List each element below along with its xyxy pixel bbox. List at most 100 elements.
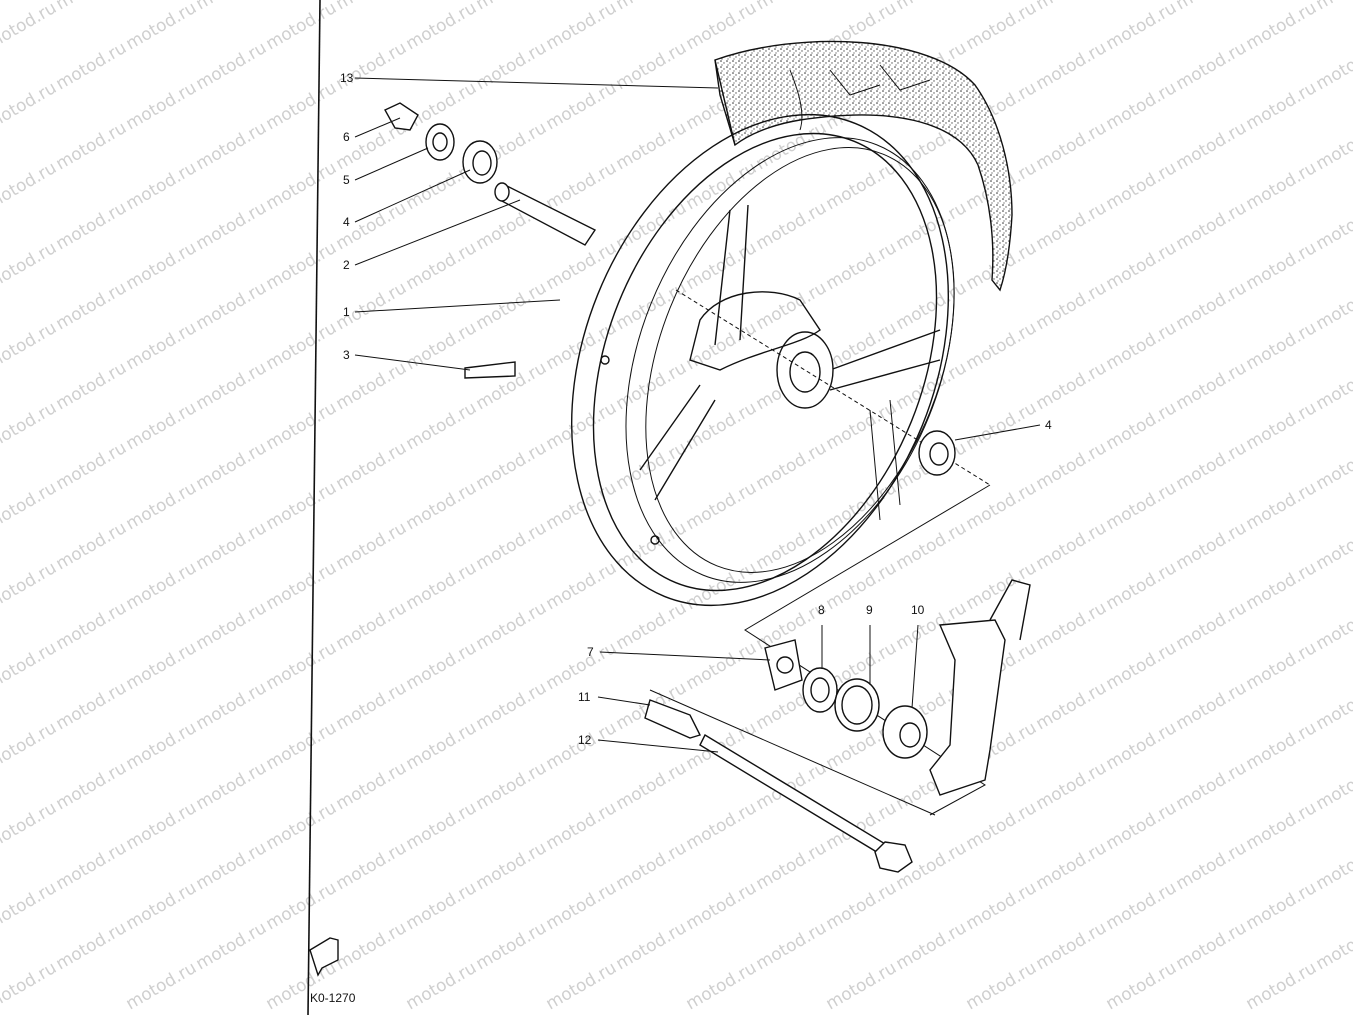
watermark-text: motod.ru <box>543 0 621 54</box>
gear-unit-10 <box>882 705 928 759</box>
watermark-text: motod.ru <box>823 558 901 614</box>
watermark-text: motod.ru <box>893 0 971 14</box>
watermark-text: motod.ru <box>1103 398 1181 454</box>
watermark-text: motod.ru <box>823 878 901 934</box>
watermark-text: motod.ru <box>613 918 691 974</box>
watermark-text: motod.ru <box>823 958 901 1014</box>
watermark-text: motod.ru <box>753 278 831 334</box>
watermark-text: motod.ru <box>333 518 411 574</box>
watermark-text: motod.ru <box>1103 558 1181 614</box>
bearing-4-left <box>462 140 498 184</box>
watermark-text: motod.ru <box>613 838 691 894</box>
watermark-text: motod.ru <box>193 0 271 14</box>
watermark-text: motod.ru <box>1313 838 1353 894</box>
watermark-text: motod.ru <box>1313 358 1353 414</box>
washer-9 <box>834 678 880 732</box>
watermark-text: motod.ru <box>123 158 201 214</box>
callout-3: 3 <box>343 348 350 362</box>
watermark-text: motod.ru <box>823 318 901 374</box>
watermark-text: motod.ru <box>1033 598 1111 654</box>
watermark-text: motod.ru <box>1243 318 1321 374</box>
watermark-text: motod.ru <box>473 918 551 974</box>
watermark-text: motod.ru <box>1173 518 1251 574</box>
watermark-text: motod.ru <box>1103 718 1181 774</box>
watermark-text: motod.ru <box>263 78 341 134</box>
watermark-text: motod.ru <box>123 238 201 294</box>
watermark-text: motod.ru <box>683 638 761 694</box>
watermark-text: motod.ru <box>333 598 411 654</box>
watermark-text: motod.ru <box>333 838 411 894</box>
figure-code: K0-1270 <box>310 991 356 1005</box>
watermark-text: motod.ru <box>613 198 691 254</box>
watermark-text: motod.ru <box>1173 118 1251 174</box>
watermark-text: motod.ru <box>1313 38 1353 94</box>
watermark-text: motod.ru <box>53 118 131 174</box>
spacer-2 <box>494 182 597 246</box>
watermark-text: motod.ru <box>0 718 60 774</box>
watermark-text: motod.ru <box>1243 238 1321 294</box>
watermark-text: motod.ru <box>893 358 971 414</box>
watermark-text: motod.ru <box>403 398 481 454</box>
watermark-text: motod.ru <box>1243 638 1321 694</box>
callout-8: 8 <box>818 603 825 617</box>
watermark-text: motod.ru <box>263 558 341 614</box>
watermark-text: motod.ru <box>963 478 1041 534</box>
watermark-text: motod.ru <box>893 918 971 974</box>
watermark-text: motod.ru <box>193 38 271 94</box>
watermark-text: motod.ru <box>683 398 761 454</box>
watermark-text: motod.ru <box>1173 358 1251 414</box>
watermark-text: motod.ru <box>1173 838 1251 894</box>
watermark-text: motod.ru <box>1173 0 1251 14</box>
watermark-text: motod.ru <box>1313 438 1353 494</box>
watermark-text: motod.ru <box>53 358 131 414</box>
watermark-text: motod.ru <box>193 598 271 654</box>
callout-6: 6 <box>343 130 350 144</box>
watermark-text: motod.ru <box>403 238 481 294</box>
watermark-text: motod.ru <box>1243 78 1321 134</box>
watermark-text: motod.ru <box>543 558 621 614</box>
leader-lines <box>354 77 1041 753</box>
watermark-text: motod.ru <box>1033 0 1111 14</box>
watermark-text: motod.ru <box>1313 118 1353 174</box>
watermark-text: motod.ru <box>0 318 60 374</box>
watermark-text: motod.ru <box>0 958 60 1014</box>
axle-12 <box>699 734 913 873</box>
watermark-text: motod.ru <box>263 478 341 534</box>
watermark-text: motod.ru <box>0 798 60 854</box>
watermark-text: motod.ru <box>1033 438 1111 494</box>
watermark-text: motod.ru <box>1033 278 1111 334</box>
watermark-text: motod.ru <box>1243 0 1321 54</box>
watermark-text: motod.ru <box>473 438 551 494</box>
watermark-text: motod.ru <box>0 398 60 454</box>
watermark-text: motod.ru <box>53 758 131 814</box>
watermark-text: motod.ru <box>403 718 481 774</box>
watermark-text: motod.ru <box>543 798 621 854</box>
watermark-text: motod.ru <box>473 0 551 14</box>
watermark-text: motod.ru <box>403 798 481 854</box>
watermark-text: motod.ru <box>753 438 831 494</box>
watermark-text: motod.ru <box>263 718 341 774</box>
watermark-text: motod.ru <box>1103 478 1181 534</box>
watermark-text: motod.ru <box>1033 38 1111 94</box>
watermark-text: motod.ru <box>683 478 761 534</box>
watermark-text: motod.ru <box>193 678 271 734</box>
watermark-text: motod.ru <box>1313 0 1353 14</box>
watermark-text: motod.ru <box>0 78 60 134</box>
watermark-text: motod.ru <box>263 798 341 854</box>
watermark-text: motod.ru <box>1243 718 1321 774</box>
watermark-text: motod.ru <box>123 638 201 694</box>
collar-6 <box>384 102 419 131</box>
watermark-text: motod.ru <box>963 878 1041 934</box>
watermark-text: motod.ru <box>1033 518 1111 574</box>
fork-leg <box>929 579 1031 796</box>
watermark-text: motod.ru <box>1173 278 1251 334</box>
watermark-text: motod.ru <box>543 878 621 934</box>
tire <box>714 40 1013 292</box>
watermark-text: motod.ru <box>263 398 341 454</box>
watermark-text: motod.ru <box>53 918 131 974</box>
watermark-text: motod.ru <box>1243 958 1321 1014</box>
bearing-4-right <box>918 430 956 476</box>
watermark-text: motod.ru <box>473 678 551 734</box>
callout-7: 7 <box>587 645 594 659</box>
watermark-text: motod.ru <box>1243 798 1321 854</box>
